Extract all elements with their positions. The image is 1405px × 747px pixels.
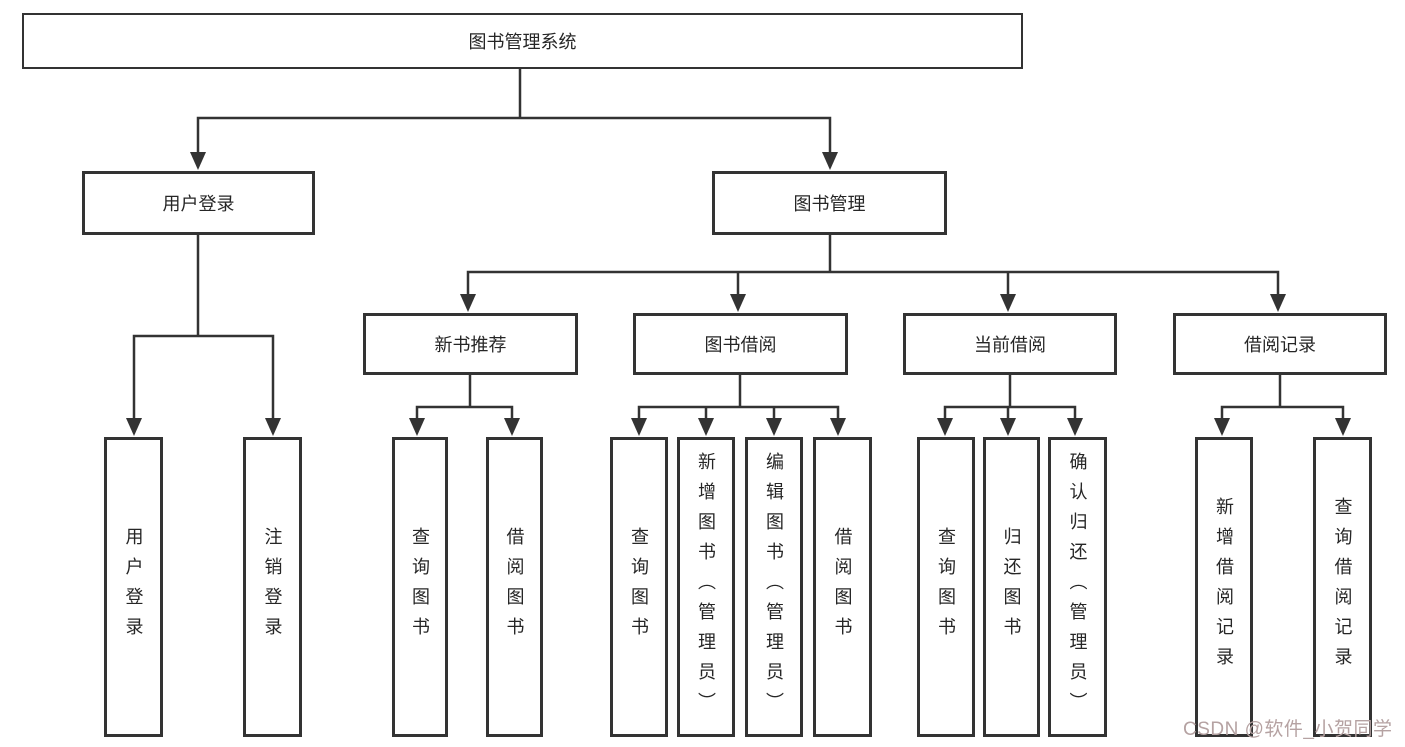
node-label: 图书管理系统 <box>468 32 577 52</box>
node-label: 用户登录 <box>162 194 235 214</box>
node-new-book-recommendation: 新书推荐 <box>363 313 578 375</box>
node-label: 新书推荐 <box>434 335 507 355</box>
leaf-query-borrow-record: 查询借阅记录 <box>1313 437 1372 737</box>
node-label: 借阅记录 <box>1244 335 1316 355</box>
node-label: 查询图书 <box>629 527 649 647</box>
node-label: 查询图书 <box>410 527 430 647</box>
leaf-add-books-admin: 新增图书（管理员） <box>677 437 735 737</box>
node-book-borrowing: 图书借阅 <box>633 313 848 375</box>
node-label: 归还图书 <box>1001 527 1022 647</box>
node-label: 注销登录 <box>262 527 283 647</box>
node-label: 确认归还（管理员） <box>1067 452 1088 722</box>
leaf-query-books-2: 查询图书 <box>610 437 668 737</box>
leaf-user-login: 用户登录 <box>104 437 163 737</box>
node-label: 编辑图书（管理员） <box>764 452 784 722</box>
node-label: 借阅图书 <box>832 527 853 647</box>
node-borrowing-records: 借阅记录 <box>1173 313 1387 375</box>
leaf-borrow-books-2: 借阅图书 <box>813 437 872 737</box>
node-user-login-branch: 用户登录 <box>82 171 315 235</box>
node-label: 借阅图书 <box>504 527 525 647</box>
node-book-management-branch: 图书管理 <box>712 171 947 235</box>
leaf-add-borrow-record: 新增借阅记录 <box>1195 437 1253 737</box>
leaf-edit-books-admin: 编辑图书（管理员） <box>745 437 803 737</box>
leaf-return-books: 归还图书 <box>983 437 1040 737</box>
leaf-query-books-3: 查询图书 <box>917 437 975 737</box>
leaf-query-books-1: 查询图书 <box>392 437 448 737</box>
node-current-borrowing: 当前借阅 <box>903 313 1117 375</box>
node-label: 当前借阅 <box>974 335 1046 355</box>
node-label: 新增借阅记录 <box>1214 497 1234 677</box>
leaf-confirm-return-admin: 确认归还（管理员） <box>1048 437 1107 737</box>
node-label: 查询图书 <box>936 527 956 647</box>
arrowhead-icons <box>126 152 1351 436</box>
node-label: 查询借阅记录 <box>1332 497 1353 677</box>
node-label: 图书借阅 <box>704 335 777 355</box>
csdn-watermark: CSDN @软件_小贺同学 <box>1183 719 1393 740</box>
node-label: 用户登录 <box>123 527 144 647</box>
node-label: 新增图书（管理员） <box>696 452 716 722</box>
node-library-management-system: 图书管理系统 <box>22 13 1023 69</box>
node-label: 图书管理 <box>793 194 866 214</box>
leaf-logout: 注销登录 <box>243 437 302 737</box>
leaf-borrow-books-1: 借阅图书 <box>486 437 543 737</box>
